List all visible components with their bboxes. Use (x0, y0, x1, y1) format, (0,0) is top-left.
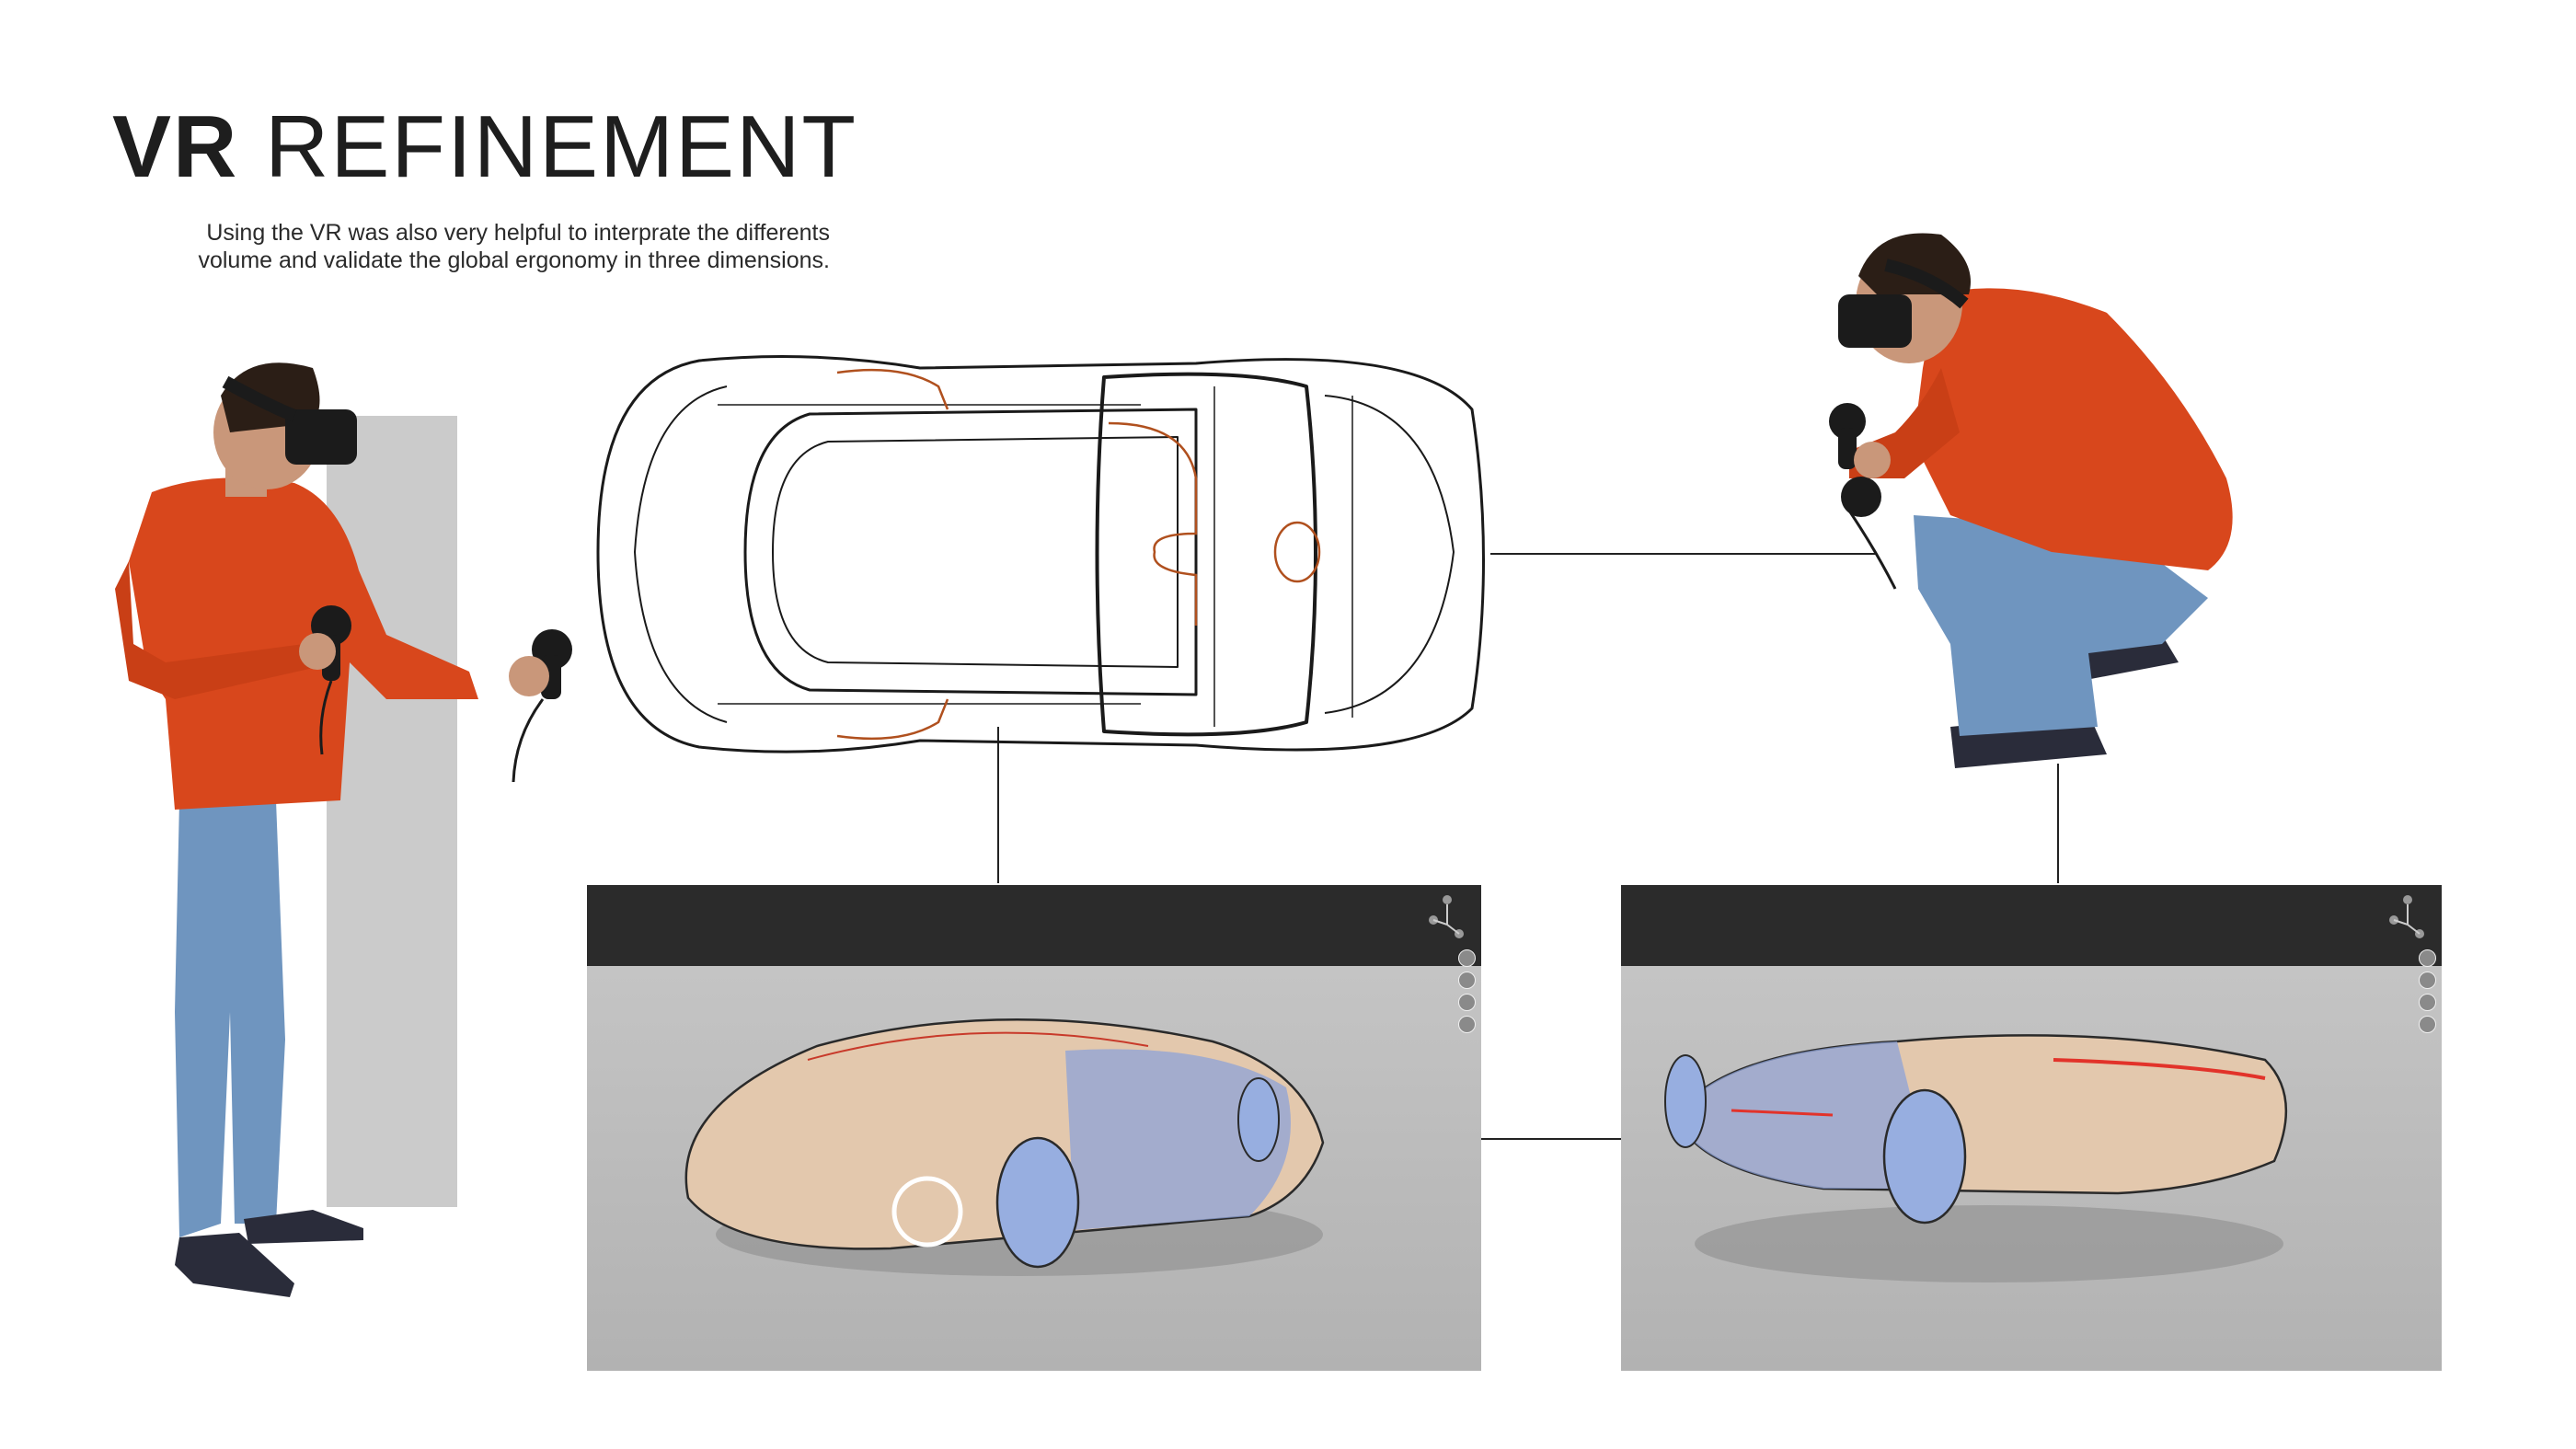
vr-viewport-rear (1621, 885, 2442, 1371)
camera-tool-icon[interactable] (1458, 949, 1476, 967)
title-light: REFINEMENT (265, 98, 858, 196)
description: Using the VR was also very helpful to in… (110, 219, 830, 274)
orbit-tool-icon[interactable] (1458, 994, 1476, 1011)
grid-tool-icon[interactable] (1458, 1016, 1476, 1033)
vr-viewport-front (587, 885, 1481, 1371)
crouching-person-vr (1829, 233, 2233, 768)
viewport-front-render (684, 1018, 1325, 1276)
car-top-view-sketch (596, 355, 1485, 753)
orbit-tool-icon[interactable] (2419, 994, 2436, 1011)
viewport-tools (1458, 949, 1476, 1033)
page-title: VR REFINEMENT (112, 103, 857, 191)
axis-gizmo-icon[interactable] (2385, 892, 2431, 948)
viewport-top-bar (1621, 885, 2442, 966)
connector-lines (997, 553, 2059, 1140)
title-bold: VR (112, 98, 239, 196)
car-top-view-accent-lines (836, 368, 1321, 741)
standing-person-vr (115, 362, 572, 1297)
viewport-top-bar (587, 885, 1481, 966)
axis-gizmo-icon[interactable] (1424, 892, 1470, 948)
description-line-1: Using the VR was also very helpful to in… (206, 220, 830, 246)
hand-tool-icon[interactable] (2419, 972, 2436, 989)
backdrop-panel (327, 416, 457, 1207)
hand-tool-icon[interactable] (1458, 972, 1476, 989)
description-line-2: volume and validate the global ergonomy … (198, 247, 830, 273)
viewport-tools (2419, 949, 2436, 1033)
grid-tool-icon[interactable] (2419, 1016, 2436, 1033)
viewport-rear-render (1664, 1034, 2288, 1282)
camera-tool-icon[interactable] (2419, 949, 2436, 967)
